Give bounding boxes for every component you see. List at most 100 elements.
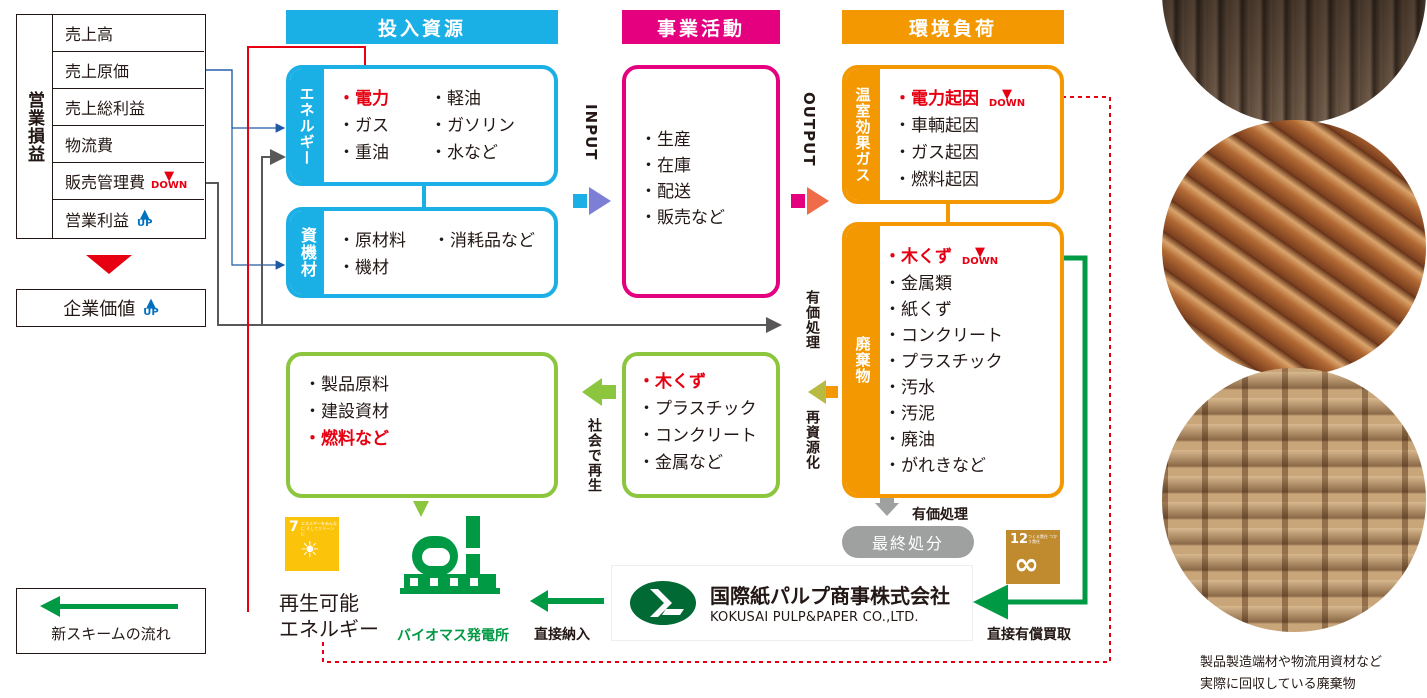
delivery-arrow [530, 590, 604, 612]
sdg7-icon: 7 エネルギーをみんなに そしてクリーンに ☀ [285, 517, 339, 571]
pl-row-cost: 売上原価 [53, 52, 204, 89]
photo-caption: 製品製造端材や物流用資材など 実際に回収している廃棄物 [1200, 652, 1382, 696]
down-indicator: ▼ DOWN [989, 88, 1025, 109]
pl-row-label: 物流費 [65, 136, 114, 155]
waste-box: 廃棄物 ・木くず ▼ DOWN ・金属類 ・紙くず ・コンクリート ・プラスチッ… [842, 222, 1064, 498]
business-item: ・販売など [640, 208, 725, 228]
sdg12-text: つくる責任 つかう責任 [1028, 534, 1058, 544]
ghg-item: ・車輌起因 [894, 116, 979, 136]
business-item: ・生産 [640, 130, 691, 150]
renewable-label-line: エネルギー [279, 617, 379, 641]
recycled-item: ・木くず [638, 372, 706, 392]
kp-logo-icon [630, 581, 696, 625]
pl-row-label: 営業利益 [65, 211, 130, 230]
material-item: ・消耗品など [433, 231, 535, 251]
up-badge: UP [137, 218, 153, 229]
material-item: ・原材料 [338, 231, 406, 251]
business-item: ・在庫 [640, 156, 691, 176]
final-disposal-label: 最終処分 [871, 534, 944, 553]
pl-table: 営業損益 売上高 売上原価 売上総利益 物流費 販売管理費 ▼ DOWN 営業利… [16, 14, 206, 239]
waste-item: ・汚泥 [884, 404, 935, 424]
recycled-box: ・木くず ・プラスチック ・コンクリート ・金属など [622, 352, 780, 498]
down-badge: DOWN [961, 256, 999, 267]
legend-arrow [40, 596, 178, 617]
energy-item: ・水など [430, 143, 498, 163]
waste-item: ・金属類 [884, 274, 952, 294]
waste-item: ・汚水 [884, 378, 935, 398]
business-panel-title: 事業活動 [622, 10, 780, 44]
waste-item: ・プラスチック [884, 352, 1003, 372]
product-item: ・燃料など [304, 429, 389, 449]
recycle-arrow [808, 380, 838, 404]
pl-row-label: 販売管理費 [65, 173, 146, 192]
recycle-label: 再資源化 [804, 410, 820, 470]
recycled-item: ・コンクリート [638, 426, 757, 446]
ghg-item: ・電力起因 ▼ DOWN [894, 86, 1025, 113]
infinity-icon: ∞ [1014, 547, 1039, 582]
pl-row-logistics: 物流費 [53, 126, 204, 163]
input-arrow [573, 187, 611, 215]
waste-item-label: ・木くず [884, 247, 952, 267]
energy-item: ・軽油 [430, 89, 481, 109]
energy-item: ・ガソリン [430, 116, 515, 136]
materials-box: 資機材 ・原材料 ・消耗品など ・機材 [286, 207, 558, 298]
valuable-label-1: 有価処理 [804, 290, 820, 350]
crates-photo [1162, 368, 1426, 632]
renewable-label: 再生可能 エネルギー [279, 590, 379, 642]
arrow-up-icon: ▲ [139, 207, 150, 222]
sdg12-number: 12 [1010, 532, 1029, 547]
products-box: ・製品原料 ・建設資材 ・燃料など [286, 352, 558, 498]
corporate-value-label: 企業価値 [63, 299, 136, 320]
corporate-value-box: 企業価値 ▲ UP [16, 289, 206, 327]
reuse-arrow [582, 378, 616, 406]
output-label: OUTPUT [800, 92, 818, 167]
waste-item: ・紙くず [884, 300, 952, 320]
ghg-side-label: 温室効果ガス [846, 69, 880, 200]
energy-box: エネルギー ・電力 ・軽油 ・ガス ・ガソリン ・重油 ・水など [286, 65, 558, 186]
arrow-up-icon: ▲ [145, 296, 156, 311]
materials-side-label: 資機材 [290, 211, 324, 294]
down-triangle [86, 255, 132, 274]
sdg7-number: 7 [289, 519, 299, 535]
pl-side-label: 営業損益 [17, 15, 53, 238]
photo-caption-line: 製品製造端材や物流用資材など [1200, 655, 1383, 670]
final-disposal-pill: 最終処分 [842, 526, 974, 558]
company-logo: 国際紙パルプ商事株式会社 KOKUSAI PULP&PAPER CO.,LTD. [612, 566, 972, 640]
direct-purchase-label: 直接有償買取 [987, 627, 1071, 643]
pl-row-label: 売上原価 [65, 62, 130, 81]
energy-item: ・重油 [338, 143, 389, 163]
pl-row-label: 売上総利益 [65, 99, 146, 118]
sun-icon: ☀ [300, 538, 320, 563]
waste-side-label: 廃棄物 [846, 226, 880, 494]
waste-item: ・木くず ▼ DOWN [884, 244, 998, 271]
down-indicator: ▼ DOWN [961, 246, 999, 267]
ghg-reduction-loop [322, 89, 1111, 663]
legend-label: 新スキームの流れ [51, 625, 171, 643]
disposal-arrow [875, 493, 899, 516]
energy-item: ・ガス [338, 116, 389, 136]
biomass-label: バイオマス発電所 [397, 628, 509, 644]
legend-box: 新スキームの流れ [16, 588, 206, 654]
up-badge: UP [143, 307, 159, 318]
cost-to-materials-line [205, 69, 286, 270]
reuse-label: 社会で再生 [586, 418, 602, 493]
pl-row-label: 売上高 [65, 25, 114, 44]
waste-item: ・がれきなど [884, 456, 986, 476]
cost-to-energy-line [205, 69, 286, 133]
ghg-item: ・燃料起因 [894, 170, 979, 190]
waste-item: ・コンクリート [884, 326, 1003, 346]
input-panel-title: 投入資源 [286, 10, 558, 44]
ghg-item: ・ガス起因 [894, 143, 979, 163]
pl-row-operating-profit: 営業利益 ▲ UP [53, 200, 204, 238]
direct-delivery-label: 直接納入 [534, 627, 590, 643]
up-indicator: ▲ UP [143, 296, 159, 318]
energy-side-label: エネルギー [290, 69, 324, 182]
recycled-item: ・金属など [638, 453, 723, 473]
valuable-label-2: 有価処理 [912, 507, 968, 523]
product-item: ・製品原料 [304, 375, 389, 395]
output-arrow [791, 187, 829, 215]
photo-caption-line: 実際に回収している廃棄物 [1200, 677, 1356, 692]
lumber-photo [1162, 120, 1426, 376]
business-item: ・配送 [640, 182, 691, 202]
impact-panel-title: 環境負荷 [842, 10, 1064, 44]
